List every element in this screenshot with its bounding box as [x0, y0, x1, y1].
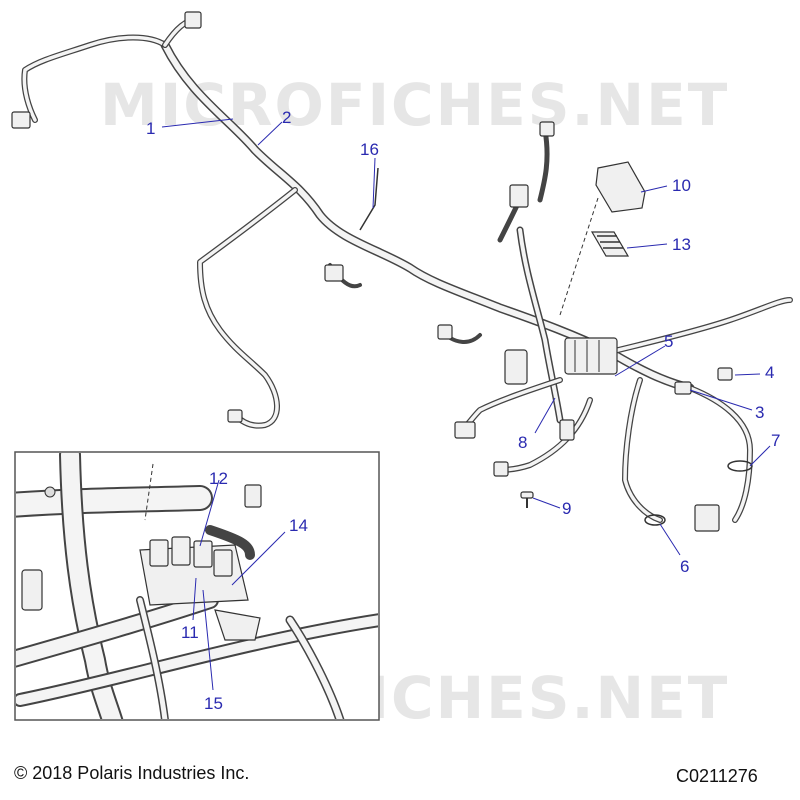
- connector-top: [184, 11, 202, 29]
- callout-7: 7: [771, 431, 780, 450]
- callout-15: 15: [204, 694, 223, 713]
- callout-14: 14: [289, 516, 308, 535]
- callout-1: 1: [146, 119, 155, 138]
- callout-6: 6: [680, 557, 689, 576]
- diagram-code: C0211276: [676, 766, 758, 786]
- connector-lower: [493, 461, 509, 477]
- callout-4: 4: [765, 363, 774, 382]
- connector-mid-left: [324, 264, 344, 282]
- callout-16: 16: [360, 140, 379, 159]
- connectors: [11, 11, 733, 532]
- connector-item-3: [674, 381, 692, 395]
- fuse-box-cover: [595, 161, 646, 213]
- callout-5: 5: [664, 332, 673, 351]
- connector-lower-left: [454, 421, 476, 439]
- cable-tie-6: [644, 514, 666, 526]
- callout-2: 2: [282, 108, 291, 127]
- watermark-top: MICROFICHES.NET: [100, 71, 729, 139]
- leader-lines: [161, 118, 771, 556]
- fuse-label: [590, 231, 630, 257]
- callout-8: 8: [518, 433, 527, 452]
- connector-center-bottom: [559, 419, 575, 441]
- cable-tie-7: [727, 460, 753, 472]
- callout-9: 9: [562, 499, 571, 518]
- callout-12: 12: [209, 469, 228, 488]
- cover-dashed-line: [559, 197, 599, 316]
- connector-left: [11, 111, 31, 129]
- connector-center: [504, 349, 528, 385]
- connector-upper: [539, 121, 555, 137]
- copyright-text: © 2018 Polaris Industries Inc.: [14, 763, 250, 783]
- subharness-16: [359, 167, 379, 231]
- connector-upper-center: [509, 184, 529, 208]
- callout-10: 10: [672, 176, 691, 195]
- connector-mid: [437, 324, 453, 340]
- push-rivet: [520, 491, 534, 508]
- callout-3: 3: [755, 403, 764, 422]
- callout-13: 13: [672, 235, 691, 254]
- callout-11: 11: [181, 623, 199, 642]
- inset-detail: [14, 451, 380, 721]
- connector-left-branch: [227, 409, 243, 423]
- connector-right-bottom: [694, 504, 720, 532]
- connector-item-4: [717, 367, 733, 381]
- relay-box: [564, 337, 618, 375]
